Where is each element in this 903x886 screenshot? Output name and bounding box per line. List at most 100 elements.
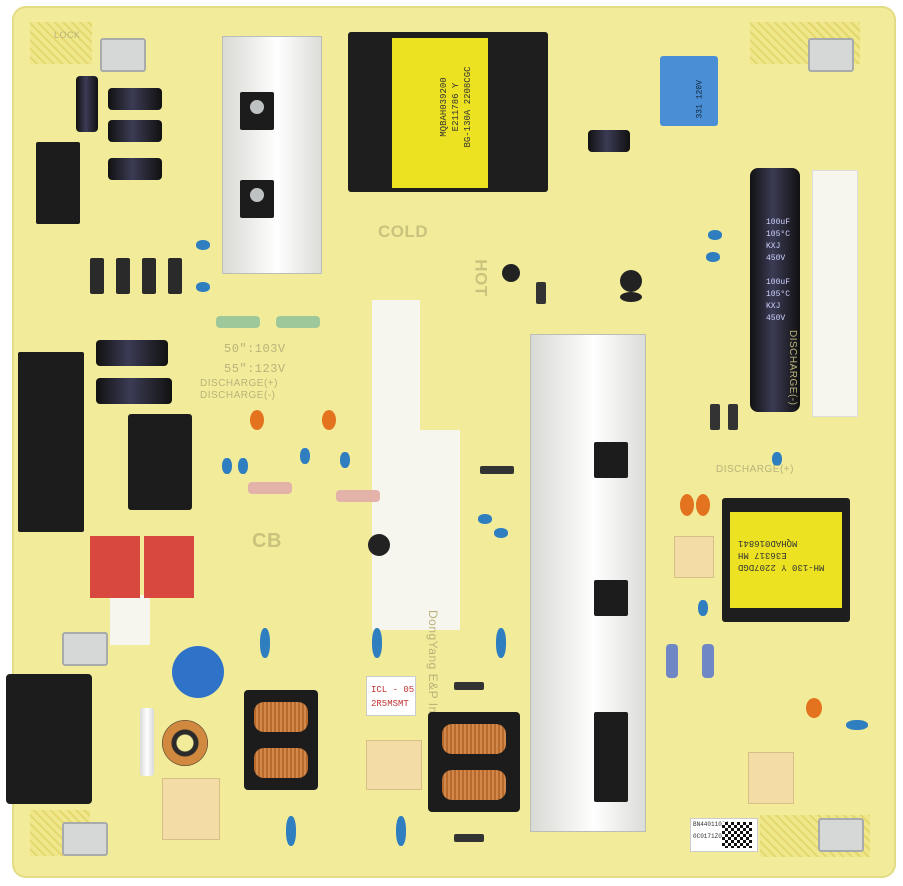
main-transformer-label: MQBAH039200 E211786 Y BG-130A 2208CGC: [392, 38, 488, 188]
choke-winding: [254, 702, 308, 732]
ceramic-capacitor: [706, 252, 720, 262]
ceramic-capacitor: [340, 452, 350, 468]
ceramic-capacitor: [496, 628, 506, 658]
qr-code-icon: [722, 822, 752, 848]
bulk-cap-line: 105°C: [766, 290, 791, 299]
resistor: [666, 644, 678, 678]
mosfet: [594, 580, 628, 616]
film-cap-label: 331 120V: [695, 80, 705, 119]
electrolytic-capacitor-small: [368, 534, 390, 556]
electrolytic-capacitor-small: [502, 264, 520, 282]
common-mode-choke: [244, 690, 318, 790]
film-capacitor-cream: [674, 536, 714, 578]
ceramic-capacitor: [238, 458, 248, 474]
maker-label: DongYang E&P Inc.: [426, 610, 440, 725]
bulk-capacitor: 100uF 105°C KXJ 450V 100uF 105°C KXJ 450…: [750, 168, 800, 412]
electrolytic-capacitor: [96, 378, 172, 404]
electrolytic-capacitor-small: [620, 292, 642, 302]
bulk-cap-line: 100uF: [766, 218, 791, 227]
fuse: [140, 708, 154, 776]
toroid-inductor: [162, 720, 208, 766]
heatsink-center: [530, 334, 646, 832]
ceramic-capacitor: [250, 410, 264, 430]
film-capacitor-cream: [162, 778, 220, 840]
resistor: [276, 316, 320, 328]
electrolytic-capacitor: [108, 120, 162, 142]
ceramic-capacitor: [222, 458, 232, 474]
electrolytic-capacitor: [96, 340, 168, 366]
diode: [728, 404, 738, 430]
bulk-cap-line: 450V: [766, 254, 786, 263]
ceramic-capacitor: [680, 494, 694, 516]
cb-mark: CB: [252, 530, 282, 552]
choke-winding: [254, 748, 308, 778]
ceramic-capacitor: [696, 494, 710, 516]
ceramic-capacitor: [698, 600, 708, 616]
ceramic-capacitor: [286, 816, 296, 846]
resistor: [336, 490, 380, 502]
isolation-slot: [420, 430, 460, 630]
ceramic-capacitor: [372, 628, 382, 658]
mounting-pad: [62, 632, 108, 666]
ceramic-capacitor: [772, 452, 782, 466]
electrolytic-capacitor: [76, 76, 98, 132]
isolation-slot: [372, 300, 420, 630]
output-connector-small: [36, 142, 80, 224]
bulk-cap-line: 105°C: [766, 230, 791, 239]
inrush-limiter: ICL - 05 2R5MSMT: [366, 676, 416, 716]
mounting-pad: [62, 822, 108, 856]
mosfet: [594, 442, 628, 478]
ceramic-capacitor: [300, 448, 310, 464]
ac-input-connector: [6, 674, 92, 804]
ceramic-capacitor: [478, 514, 492, 524]
discharge-plus-label: DISCHARGE(+): [200, 378, 278, 389]
bulk-cap-line: KXJ: [766, 302, 781, 311]
mosfet: [594, 712, 628, 802]
ceramic-capacitor: [396, 816, 406, 846]
resistor: [216, 316, 260, 328]
icl-code-label: 2R5MSMT: [371, 699, 409, 709]
diode: [710, 404, 720, 430]
ceramic-capacitor: [846, 720, 868, 730]
bulk-cap-line: KXJ: [766, 242, 781, 251]
voltage-label-55: 55":123V: [224, 362, 286, 376]
mounting-pad: [808, 38, 854, 72]
screw-icon: [250, 188, 264, 202]
ceramic-capacitor: [494, 528, 508, 538]
film-capacitor: 331 120V: [660, 56, 718, 126]
diode: [480, 466, 514, 474]
transformer-label-line: E36317 MH: [738, 550, 787, 560]
diode: [116, 258, 130, 294]
ceramic-capacitor: [196, 240, 210, 250]
keepout-zone: [30, 22, 92, 64]
heatsink-left: [222, 36, 322, 274]
barcode-line: 0C0171Z02863: [693, 833, 737, 840]
ceramic-capacitor: [806, 698, 822, 718]
diode: [454, 834, 484, 842]
film-capacitor-cream: [366, 740, 422, 790]
electrolytic-capacitor: [108, 88, 162, 110]
transformer-label-line: MH-130 Y 2207DGD: [738, 562, 825, 572]
resistor: [702, 644, 714, 678]
cold-zone-label: COLD: [378, 222, 429, 241]
choke-winding: [442, 724, 506, 754]
diode: [168, 258, 182, 294]
lock-label: LOCK: [54, 30, 81, 40]
ceramic-capacitor: [260, 628, 270, 658]
output-connector-large: [18, 352, 84, 532]
output-inductor: [128, 414, 192, 510]
screw-icon: [250, 100, 264, 114]
common-mode-choke: [428, 712, 520, 812]
ceramic-capacitor: [708, 230, 722, 240]
diode: [90, 258, 104, 294]
diode: [454, 682, 484, 690]
resistor: [248, 482, 292, 494]
mounting-pad: [100, 38, 146, 72]
barcode-line: BN44011000: [693, 821, 730, 828]
discharge-minus-label: DISCHARGE(-): [200, 390, 276, 401]
ceramic-capacitor: [196, 282, 210, 292]
film-capacitor-red: [144, 536, 194, 598]
board-cutout: [110, 595, 150, 645]
electrolytic-capacitor: [108, 158, 162, 180]
discharge-vertical-label: DISCHARGE(-): [787, 330, 798, 406]
